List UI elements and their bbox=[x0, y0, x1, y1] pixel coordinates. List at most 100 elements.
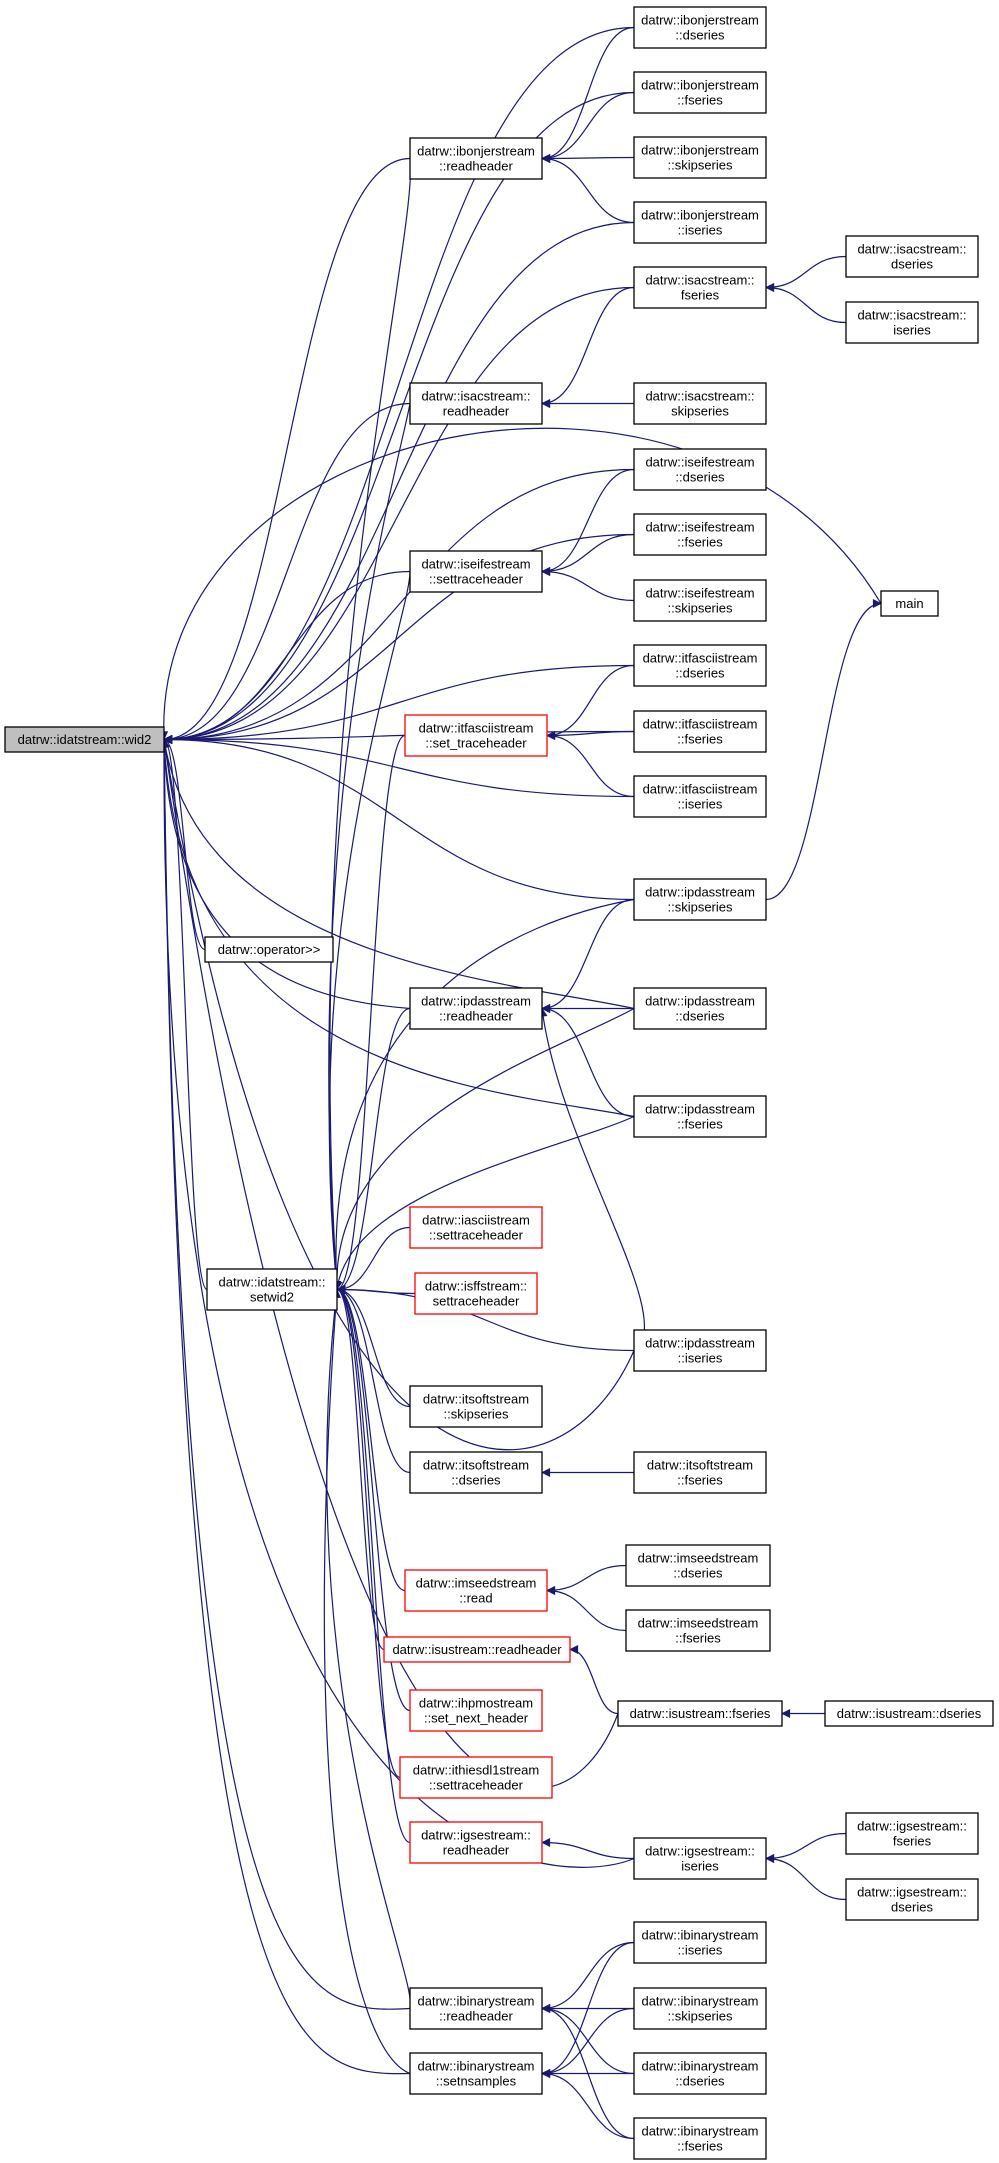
edge-isei-st-to-isei-ss bbox=[541, 567, 635, 602]
node-label: fseries bbox=[681, 288, 720, 303]
node-box bbox=[617, 1700, 783, 1727]
node-ihpm-sn[interactable]: datrw::ihpmostream::set_next_header bbox=[409, 1689, 543, 1732]
node-imse-ds[interactable]: datrw::imseedstream::dseries bbox=[625, 1544, 771, 1587]
node-label: datrw::ibinarystream bbox=[641, 1994, 758, 2009]
node-box bbox=[409, 137, 543, 180]
node-label: ::dseries bbox=[675, 28, 725, 43]
node-isus-rh[interactable]: datrw::isustream::readheader bbox=[383, 1636, 571, 1663]
node-label: datrw::isacstream:: bbox=[857, 242, 966, 257]
node-itso-ds[interactable]: datrw::itsoftstream::dseries bbox=[409, 1451, 543, 1494]
node-isus-fs[interactable]: datrw::isustream::fseries bbox=[617, 1700, 783, 1727]
edge-imse-rd-to-imse-fs bbox=[546, 1586, 627, 1632]
edge-setwid2-to-imse-rd bbox=[336, 1285, 406, 1592]
node-itfa-fs[interactable]: datrw::itfasciistream::fseries bbox=[633, 710, 767, 753]
node-iasc-st[interactable]: datrw::iasciistream::settraceheader bbox=[409, 1206, 543, 1249]
node-label: ::fseries bbox=[675, 1631, 721, 1646]
node-layer: datrw::idatstream::wid2 datrw::ibonjerstr… bbox=[4, 6, 994, 2160]
node-label: datrw::ibinarystream bbox=[417, 2059, 534, 2074]
node-main[interactable]: main bbox=[880, 590, 939, 617]
node-label: datrw::itfasciistream bbox=[643, 651, 758, 666]
node-setwid2[interactable]: datrw::idatstream::setwid2 bbox=[206, 1268, 338, 1311]
node-label: ::settraceheader bbox=[429, 572, 524, 587]
node-ithi-st[interactable]: datrw::ithiesdl1stream::settraceheader bbox=[399, 1756, 553, 1799]
node-imse-rd[interactable]: datrw::imseedstream::read bbox=[404, 1569, 548, 1612]
node-label: ::fseries bbox=[677, 93, 723, 108]
node-label: datrw::iseifestream bbox=[645, 586, 754, 601]
node-isus-ds[interactable]: datrw::isustream::dseries bbox=[824, 1700, 994, 1727]
node-itfa-st[interactable]: datrw::itfasciistream::set_traceheader bbox=[404, 714, 548, 757]
node-itso-fs[interactable]: datrw::itsoftstream::fseries bbox=[633, 1451, 767, 1494]
node-isff-st[interactable]: datrw::isffstream::settraceheader bbox=[414, 1272, 538, 1315]
node-label: ::setnsamples bbox=[436, 2074, 517, 2089]
edge-ibon-rh-to-ibon-fs bbox=[541, 91, 635, 163]
node-label: datrw::isffstream:: bbox=[425, 1279, 527, 1294]
node-ipda-ds[interactable]: datrw::ipdasstream::dseries bbox=[633, 987, 767, 1030]
node-op[interactable]: datrw::operator>> bbox=[204, 936, 334, 963]
node-wid2[interactable]: datrw::idatstream::wid2 bbox=[4, 726, 165, 753]
node-box bbox=[204, 936, 334, 963]
node-ibon-ss[interactable]: datrw::ibonjerstream::skipseries bbox=[633, 136, 767, 179]
node-igse-fs[interactable]: datrw::igsestream::fseries bbox=[845, 1812, 979, 1855]
node-isac-rh[interactable]: datrw::isacstream::readheader bbox=[409, 382, 543, 425]
node-label: datrw::itfasciistream bbox=[419, 721, 534, 736]
node-ibin-is[interactable]: datrw::ibinarystream::iseries bbox=[633, 1921, 767, 1964]
node-label: datrw::itsoftstream bbox=[423, 1458, 529, 1473]
node-label: datrw::iseifestream bbox=[645, 455, 754, 470]
node-ibin-ds[interactable]: datrw::ibinarystream::dseries bbox=[633, 2052, 767, 2095]
node-label: datrw::imseedstream bbox=[638, 1551, 759, 1566]
node-isac-fs[interactable]: datrw::isacstream::fseries bbox=[633, 266, 767, 309]
node-itso-ss[interactable]: datrw::itsoftstream::skipseries bbox=[409, 1385, 543, 1428]
node-label: datrw::ibonjerstream bbox=[417, 144, 535, 159]
node-isac-ss[interactable]: datrw::isacstream::skipseries bbox=[633, 382, 767, 425]
node-ipda-is[interactable]: datrw::ipdasstream::iseries bbox=[633, 1329, 767, 1372]
node-itfa-is[interactable]: datrw::itfasciistream::iseries bbox=[633, 775, 767, 818]
node-box bbox=[633, 448, 767, 491]
node-label: datrw::ibonjerstream bbox=[641, 78, 759, 93]
node-ibin-ss[interactable]: datrw::ibinarystream::skipseries bbox=[633, 1987, 767, 2030]
node-igse-is[interactable]: datrw::igsestream::iseries bbox=[633, 1837, 767, 1880]
edge-wid2-to-itfa-is bbox=[163, 735, 635, 798]
node-isei-ss[interactable]: datrw::iseifestream::skipseries bbox=[633, 579, 767, 622]
node-label: datrw::isustream::fseries bbox=[630, 1706, 771, 1721]
node-label: datrw::imseedstream bbox=[638, 1616, 759, 1631]
edge-setwid2-to-isus-rh bbox=[336, 1285, 385, 1651]
node-label: readheader bbox=[443, 1843, 510, 1858]
node-box bbox=[633, 710, 767, 753]
node-ipda-fs[interactable]: datrw::ipdasstream::fseries bbox=[633, 1095, 767, 1138]
node-isei-st[interactable]: datrw::iseifestream::settraceheader bbox=[409, 550, 543, 593]
node-label: ::readheader bbox=[439, 159, 513, 174]
node-label: datrw::ibinarystream bbox=[641, 2124, 758, 2139]
edge-ibin-sn-to-ibin-fs bbox=[541, 2069, 635, 2140]
node-ibon-ds[interactable]: datrw::ibonjerstream::dseries bbox=[633, 6, 767, 49]
node-itfa-ds[interactable]: datrw::itfasciistream::dseries bbox=[633, 644, 767, 687]
node-isac-is[interactable]: datrw::isacstream::iseries bbox=[845, 301, 979, 344]
node-label: datrw::igsestream:: bbox=[645, 1844, 755, 1859]
node-label: ::dseries bbox=[675, 470, 725, 485]
node-ipda-ss[interactable]: datrw::ipdasstream::skipseries bbox=[633, 878, 767, 921]
node-ibon-is[interactable]: datrw::ibonjerstream::iseries bbox=[633, 201, 767, 244]
node-label: main bbox=[895, 596, 923, 611]
edge-wid2-to-itfa-ds bbox=[163, 664, 635, 744]
node-ibon-fs[interactable]: datrw::ibonjerstream::fseries bbox=[633, 71, 767, 114]
node-label: datrw::ipdasstream bbox=[645, 1102, 755, 1117]
node-label: datrw::itfasciistream bbox=[643, 782, 758, 797]
node-ibin-rh[interactable]: datrw::ibinarystream::readheader bbox=[409, 1987, 543, 2030]
node-box bbox=[633, 266, 767, 309]
node-label: iseries bbox=[681, 1859, 719, 1874]
node-igse-rh[interactable]: datrw::igsestream::readheader bbox=[409, 1821, 543, 1864]
node-label: datrw::ihpmostream bbox=[419, 1696, 533, 1711]
node-box bbox=[409, 1987, 543, 2030]
node-ibin-sn[interactable]: datrw::ibinarystream::setnsamples bbox=[409, 2052, 543, 2095]
node-isei-ds[interactable]: datrw::iseifestream::dseries bbox=[633, 448, 767, 491]
edge-wid2-to-isac-rh bbox=[163, 402, 411, 744]
node-box bbox=[633, 1987, 767, 2030]
node-ibon-rh[interactable]: datrw::ibonjerstream::readheader bbox=[409, 137, 543, 180]
node-ipda-rh[interactable]: datrw::ipdasstream::readheader bbox=[409, 987, 543, 1030]
node-isac-ds[interactable]: datrw::isacstream::dseries bbox=[845, 235, 979, 278]
node-isei-fs[interactable]: datrw::iseifestream::fseries bbox=[633, 513, 767, 556]
node-igse-ds[interactable]: datrw::igsestream::dseries bbox=[845, 1878, 979, 1921]
node-ibin-fs[interactable]: datrw::ibinarystream::fseries bbox=[633, 2117, 767, 2160]
node-imse-fs[interactable]: datrw::imseedstream::fseries bbox=[625, 1609, 771, 1652]
edge-wid2-to-igse-is bbox=[159, 738, 635, 1868]
edge-setwid2-to-ibin-rh bbox=[326, 1288, 412, 2009]
